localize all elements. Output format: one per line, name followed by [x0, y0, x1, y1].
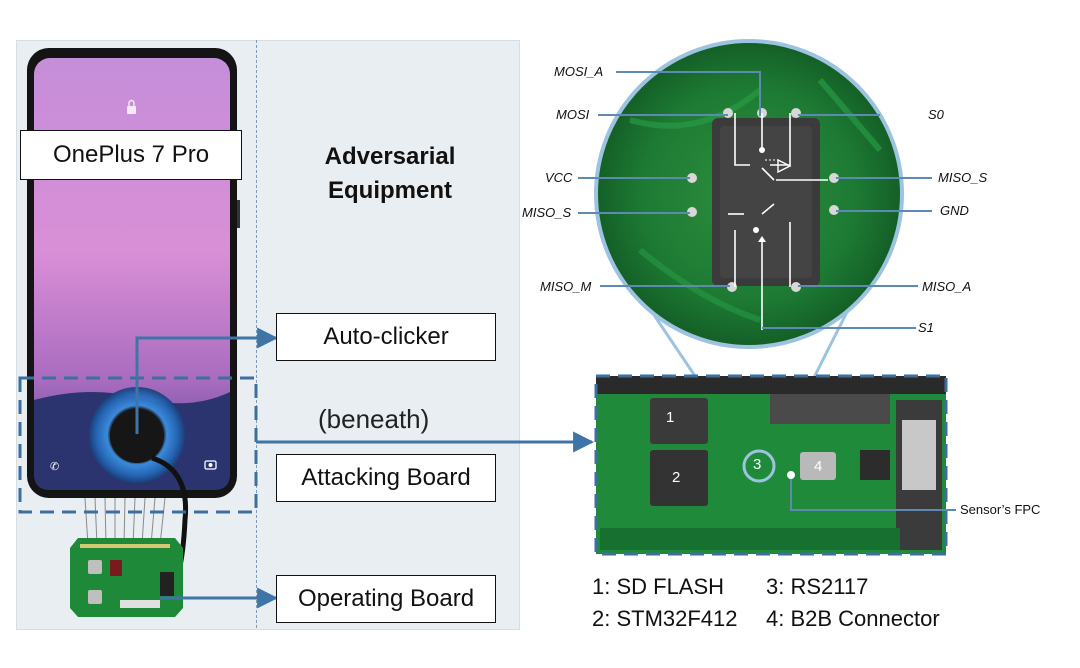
pin-label-miso-s-right: MISO_S: [938, 170, 988, 185]
fpc-label: Sensor’s FPC: [960, 502, 1041, 517]
pin-label-gnd: GND: [940, 203, 969, 218]
phone-call-icon: ✆: [50, 461, 59, 473]
pin-label-miso-s-left: MISO_S: [522, 205, 572, 220]
pin-label-s0: S0: [928, 107, 944, 122]
legend-item-2: 2: STM32F412: [592, 606, 738, 631]
auto-clicker-label: Auto-clicker: [276, 313, 496, 361]
pin-label-mosi-a: MOSI_A: [554, 64, 604, 79]
panel-divider: [256, 40, 257, 628]
operating-board-pcb: [70, 538, 183, 617]
pin-callout-lines: [578, 71, 932, 329]
pin-label-miso-a: MISO_A: [922, 279, 972, 294]
board-marker-1: 1: [666, 409, 675, 426]
lock-icon: [127, 106, 136, 114]
attacking-board-label: Attacking Board: [276, 454, 496, 502]
legend-item-4: 4: B2B Connector: [766, 606, 940, 631]
attacking-board-pcb: [596, 376, 946, 554]
auto-clicker-arrow: [135, 327, 279, 434]
camera-icon: [204, 460, 217, 470]
board-marker-4: 4: [814, 458, 823, 475]
phone-label: OnePlus 7 Pro: [20, 130, 242, 180]
pin-label-mosi: MOSI: [556, 107, 590, 122]
operating-board-label: Operating Board: [276, 575, 496, 623]
pin-label-miso-m: MISO_M: [540, 279, 592, 294]
legend-item-3: 3: RS2117: [766, 574, 869, 599]
beneath-label: (beneath): [318, 404, 430, 434]
board-marker-3: 3: [753, 456, 762, 473]
fpc-callout-line: [790, 475, 956, 511]
board-marker-2: 2: [672, 469, 681, 486]
pin-label-vcc: VCC: [545, 170, 573, 185]
chip-zoom: [594, 39, 904, 349]
equipment-title: Adversarial Equipment: [324, 143, 456, 204]
pin-label-s1: S1: [918, 320, 934, 335]
legend-item-1: 1: SD FLASH: [592, 574, 725, 599]
ribbon-wires: [84, 497, 166, 546]
